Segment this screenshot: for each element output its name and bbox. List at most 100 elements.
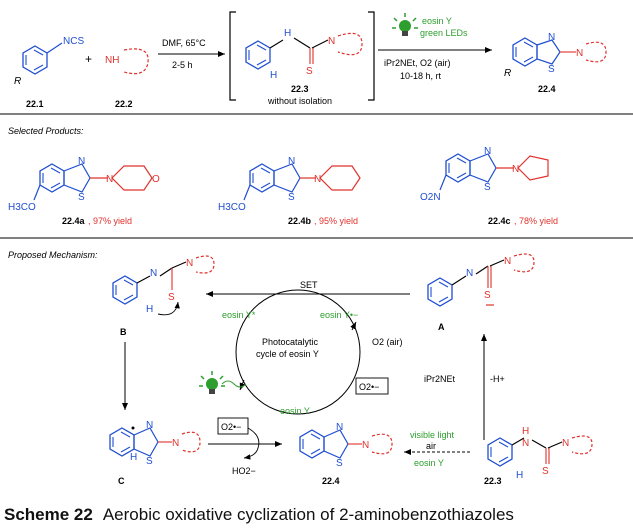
svg-text:N: N bbox=[146, 420, 153, 431]
superoxide-box-2 bbox=[217, 417, 249, 435]
green-led-icon bbox=[391, 12, 419, 37]
superoxide-box bbox=[355, 377, 389, 395]
conditions-base: iPr2NEt, O2 (air) bbox=[384, 58, 451, 68]
yield-22-4b: , 95% yield bbox=[314, 216, 358, 226]
eosin-star: eosin Y* bbox=[222, 310, 256, 320]
benzene-ring-22-3 bbox=[245, 40, 271, 70]
product-n: N bbox=[548, 32, 555, 43]
superoxide-label: O2•− bbox=[359, 382, 379, 392]
intermediate-h: H bbox=[270, 70, 277, 81]
ho2-label: HO2− bbox=[232, 466, 256, 476]
plus-sign: + bbox=[85, 52, 92, 66]
label-22-3-note: without isolation bbox=[267, 96, 332, 106]
eosin-radical-anion: eosin Y•− bbox=[320, 310, 358, 320]
intermediate-n: N bbox=[328, 36, 335, 47]
label-22-4: 22.4 bbox=[538, 84, 556, 94]
step1-conditions-top: DMF, 65°C bbox=[162, 38, 206, 48]
svg-text:N: N bbox=[186, 258, 193, 269]
intermediate-b: N S N H bbox=[112, 255, 215, 316]
ncs-group: NCS bbox=[63, 36, 84, 47]
ipr2net-label: iPr2NEt bbox=[424, 374, 456, 384]
svg-text:N: N bbox=[522, 438, 529, 449]
svg-text:H: H bbox=[130, 452, 137, 463]
mechanism-heading: Proposed Mechanism: bbox=[8, 250, 98, 260]
svg-text:H: H bbox=[146, 304, 153, 315]
label-22-4-mech: 22.4 bbox=[322, 476, 340, 486]
minus-h-label: -H+ bbox=[490, 374, 505, 384]
caption-text: Aerobic oxidative cyclization of 2-amino… bbox=[102, 505, 514, 524]
benzene-ring-22-1 bbox=[22, 45, 48, 75]
label-c: C bbox=[118, 476, 125, 486]
yield-22-4c: , 78% yield bbox=[514, 216, 558, 226]
svg-text:N: N bbox=[172, 438, 179, 449]
product-s: S bbox=[548, 64, 555, 75]
svg-text:N: N bbox=[484, 146, 491, 157]
label-22-4c: 22.4c bbox=[488, 216, 511, 226]
ring-oxygen: O bbox=[152, 174, 160, 185]
svg-text:S: S bbox=[336, 458, 343, 469]
selected-heading: Selected Products: bbox=[8, 126, 84, 136]
label-22-4b: 22.4b bbox=[288, 216, 312, 226]
svg-text:S: S bbox=[542, 466, 549, 477]
visible-light-label: visible light bbox=[410, 430, 455, 440]
svg-text:N: N bbox=[362, 440, 369, 451]
substituent-22-4b: H3CO bbox=[218, 202, 246, 213]
intermediate-a: N S N bbox=[427, 253, 535, 307]
amine-ring-dashed bbox=[123, 48, 149, 75]
substituent-22-4c: O2N bbox=[420, 192, 441, 203]
svg-text:N: N bbox=[562, 438, 569, 449]
svg-text:S: S bbox=[168, 292, 175, 303]
svg-text:N: N bbox=[512, 164, 519, 175]
cycle-line1: Photocatalytic bbox=[262, 337, 319, 347]
intermediate-22-3-mech: H N S N H bbox=[487, 426, 593, 481]
svg-text:N: N bbox=[78, 156, 85, 167]
yield-22-4a: , 97% yield bbox=[88, 216, 132, 226]
svg-text:N: N bbox=[106, 174, 113, 185]
conditions-time: 10-18 h, rt bbox=[400, 71, 442, 81]
bracket-right bbox=[368, 11, 375, 101]
intermediate-c: N S H N bbox=[109, 420, 201, 467]
svg-text:S: S bbox=[78, 192, 85, 203]
cycle-line2: cycle of eosin Y bbox=[256, 349, 319, 359]
air-label: air bbox=[426, 441, 436, 451]
set-label: SET bbox=[300, 280, 318, 290]
svg-text:N: N bbox=[288, 156, 295, 167]
product-22-4-mech: N S N bbox=[299, 422, 393, 469]
label-22-2: 22.2 bbox=[115, 99, 133, 109]
o2-air: O2 (air) bbox=[372, 337, 403, 347]
light-bulb-icon bbox=[198, 370, 226, 395]
substituent-22-4a: H3CO bbox=[8, 202, 36, 213]
svg-text:S: S bbox=[288, 192, 295, 203]
svg-text:H: H bbox=[516, 470, 523, 481]
svg-text:H: H bbox=[522, 426, 529, 437]
bracket-left bbox=[229, 11, 236, 101]
amine-nh: NH bbox=[105, 55, 119, 66]
figure-caption: Scheme 22 Aerobic oxidative cyclization o… bbox=[4, 505, 514, 525]
label-a: A bbox=[438, 322, 445, 332]
intermediate-s: S bbox=[306, 66, 313, 77]
product-22-4b: N S H3CO N 22.4b , 95% yield bbox=[218, 156, 361, 226]
label-22-4a: 22.4a bbox=[62, 216, 86, 226]
r-group-22-1: R bbox=[14, 76, 21, 87]
product-n2: N bbox=[576, 48, 583, 59]
label-22-3: 22.3 bbox=[291, 84, 309, 94]
conditions-leds: green LEDs bbox=[420, 28, 468, 38]
svg-text:N: N bbox=[466, 268, 473, 279]
superoxide-label-2: O2•− bbox=[221, 422, 241, 432]
label-22-1: 22.1 bbox=[26, 99, 44, 109]
caption-scheme: Scheme 22 bbox=[4, 505, 93, 524]
svg-text:S: S bbox=[484, 290, 491, 301]
benzene-ring-22-4 bbox=[512, 37, 538, 67]
svg-text:S: S bbox=[146, 456, 153, 467]
svg-text:N: N bbox=[314, 174, 321, 185]
conditions-eosin: eosin Y bbox=[422, 16, 452, 26]
eosin-y-ground: eosin Y bbox=[280, 406, 310, 416]
photocatalytic-cycle bbox=[235, 289, 361, 415]
step1-conditions-bottom: 2-5 h bbox=[172, 60, 193, 70]
product-22-4a: N S H3CO N O 22.4a , 97% yield bbox=[8, 156, 160, 226]
eosin-lower-label: eosin Y bbox=[414, 458, 444, 468]
product-22-4c: N S O2N N 22.4c , 78% yield bbox=[420, 146, 558, 226]
svg-text:N: N bbox=[150, 268, 157, 279]
intermediate-nh: H bbox=[284, 28, 291, 39]
